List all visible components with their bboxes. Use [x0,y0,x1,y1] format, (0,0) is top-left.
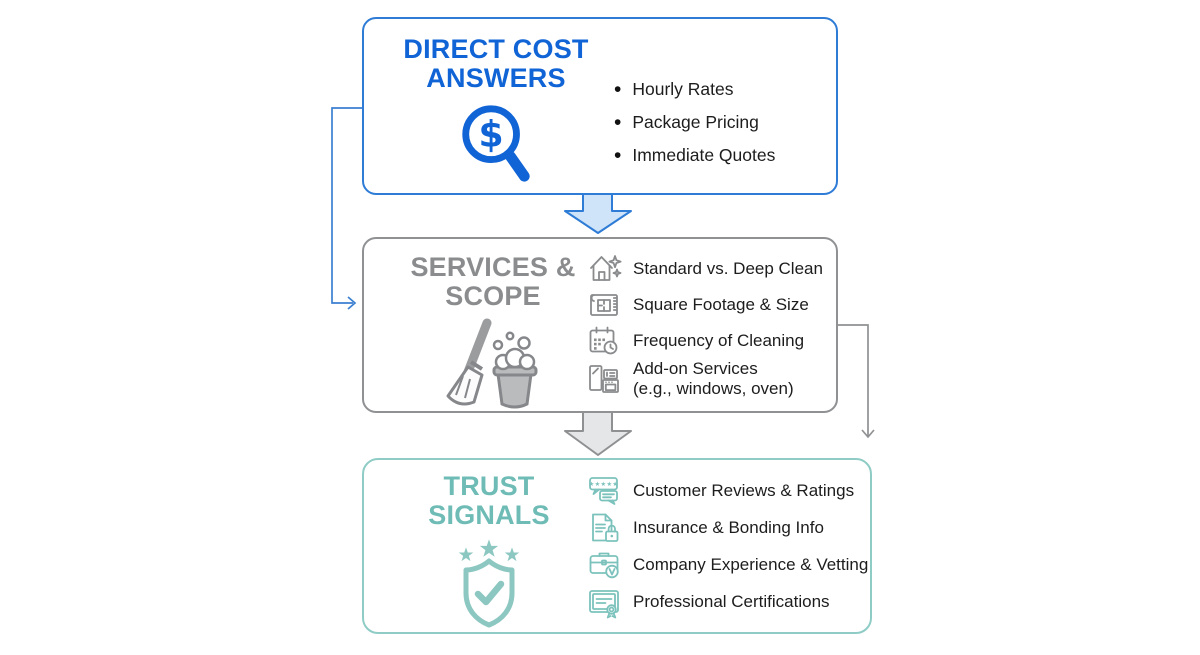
services-scope-box: SERVICES & SCOPE [362,237,838,413]
house-sparkle-icon [586,251,622,287]
appliances-icon [586,361,622,397]
direct-cost-list: • Hourly Rates • Package Pricing • Immed… [614,79,775,178]
list-item: Standard vs. Deep Clean [586,251,823,287]
services-scope-list: Standard vs. Deep Clean Square Footage &… [586,251,823,399]
trust-signals-title: TRUST SIGNALS [380,472,598,530]
connector-direct-to-services-icon [331,107,362,310]
item-label: Insurance & Bonding Info [633,517,824,537]
down-arrow-icon [564,194,632,234]
item-label: Immediate Quotes [632,145,776,165]
list-item: Company Experience & Vetting [586,546,868,583]
svg-text:$: $ [479,113,504,156]
shield-check-stars-icon [458,539,520,628]
item-label: Add-on Services [633,359,758,378]
direct-cost-title: DIRECT COST ANSWERS [382,35,610,93]
connector-services-to-trust-icon [838,324,875,439]
svg-text:★★★★★: ★★★★★ [589,481,619,488]
item-label: Square Footage & Size [633,295,809,315]
review-bubbles-icon: ★★★★★ [586,473,622,509]
title-line-1: DIRECT COST [403,34,589,64]
list-item: Insurance & Bonding Info [586,509,868,546]
item-sublabel: (e.g., windows, oven) [633,378,794,398]
direct-cost-answers-box: DIRECT COST ANSWERS $ • Hourly Rates • P… [362,17,838,195]
services-scope-title: SERVICES & SCOPE [384,253,602,311]
list-item: Professional Certifications [586,583,868,620]
item-label: Professional Certifications [633,591,830,611]
item-label: Customer Reviews & Ratings [633,480,855,500]
list-item: • Immediate Quotes [614,145,775,166]
title-line-2: SIGNALS [428,499,550,530]
item-label: Package Pricing [632,112,759,132]
broom-bucket-icon [446,318,538,409]
list-item: • Package Pricing [614,112,775,133]
list-item: Square Footage & Size [586,287,823,323]
item-label: Frequency of Cleaning [633,331,805,351]
floor-plan-icon [586,287,622,323]
document-lock-icon [586,510,622,546]
list-item: ★★★★★ Customer Reviews & Ratings [586,472,868,509]
bullet-icon: • [614,111,622,134]
item-label: Hourly Rates [632,79,734,99]
down-arrow-icon [564,412,632,456]
calendar-clock-icon [586,323,622,359]
trust-signals-box: TRUST SIGNALS ★★★★★ [362,458,872,634]
dollar-magnifier-icon: $ [462,105,530,182]
title-line-2: ANSWERS [426,62,566,93]
briefcase-vetting-icon [586,547,622,583]
trust-signals-list: ★★★★★ Customer Reviews & Ratings [586,472,868,620]
title-line-1: SERVICES & [410,252,576,282]
title-line-2: SCOPE [445,280,541,311]
certificate-icon [586,584,622,620]
item-label: Company Experience & Vetting [633,554,869,574]
item-label: Standard vs. Deep Clean [633,259,823,279]
bullet-icon: • [614,144,622,167]
title-line-1: TRUST [443,471,535,501]
bullet-icon: • [614,78,622,101]
list-item: Add-on Services (e.g., windows, oven) [586,359,823,399]
list-item: • Hourly Rates [614,79,775,100]
list-item: Frequency of Cleaning [586,323,823,359]
